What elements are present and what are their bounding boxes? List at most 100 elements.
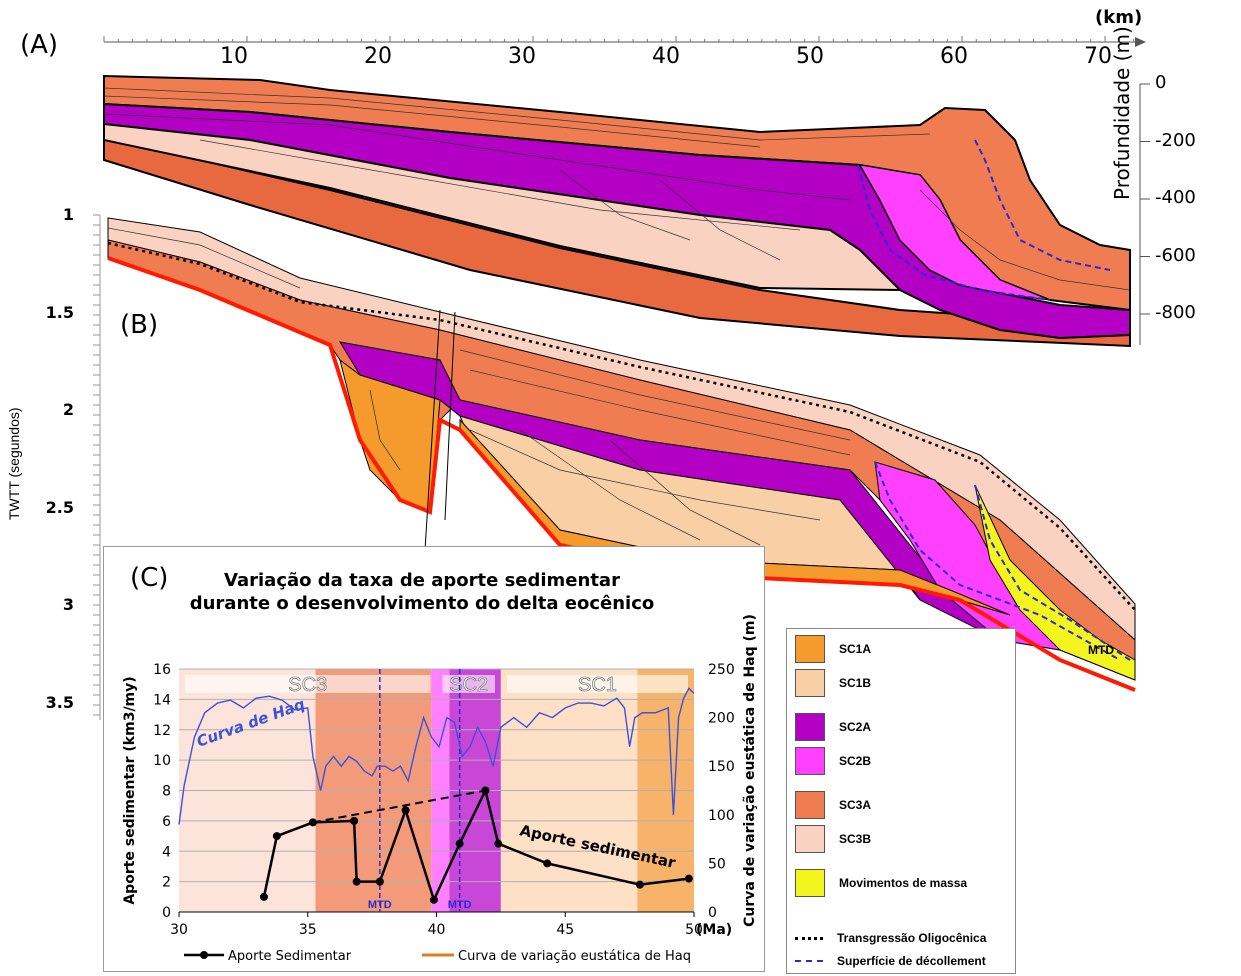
y-tick-label: 14 [153, 692, 171, 708]
y-axis-title: Aporte sedimentar (km3/my) [122, 676, 138, 904]
supply-point [543, 859, 552, 868]
legend-panel: SC1A SC1B SC2A SC2B SC3A SC3B Movimentos de ma… [786, 628, 1016, 974]
mtd-mass-layer-b [974, 484, 1136, 681]
legend-supply-dot [200, 951, 208, 959]
km-tick-label: 30 [508, 44, 536, 69]
supply-point [272, 832, 281, 841]
y-tick-label: 6 [162, 814, 171, 830]
legend-transgressao: Transgressão Oligocênica [795, 931, 986, 945]
legend-item: Movimentos de massa [795, 869, 967, 897]
decollement-a2 [974, 139, 1111, 271]
supply-point [684, 874, 693, 883]
legend-label: Movimentos de massa [839, 876, 968, 890]
legend-supply-label: Aporte Sedimentar [228, 949, 352, 964]
chart-title-line-2: durante o desenvolvimento do delta eocên… [189, 593, 655, 614]
x-tick-label: 40 [428, 922, 446, 938]
depth-tick-label: -400 [1155, 187, 1196, 208]
legend-item: SC2B [795, 747, 871, 775]
legend-swatch [795, 791, 825, 819]
y-tick-label: 2 [162, 875, 171, 891]
twtt-tick-label: 3.5 [45, 692, 74, 712]
twtt-tick-label: 3 [62, 595, 74, 614]
decollement-b1 [874, 461, 1121, 661]
legend-item: SC1A [795, 635, 871, 663]
legend-haq-label: Curva de variação eustática de Haq [458, 949, 691, 964]
supply-point [455, 839, 464, 848]
km-tick-label: 50 [796, 44, 824, 69]
legend-swatch [795, 825, 825, 853]
panel-b-section [107, 217, 1136, 692]
km-tick-label: 20 [364, 44, 392, 69]
panel-c-label: (C) [130, 563, 169, 593]
legend-label: SC2A [839, 720, 872, 734]
sequence-label: SC2 [449, 674, 488, 696]
decollement-a [857, 164, 1051, 301]
decollement-line-swatch [795, 960, 823, 962]
supply-point [350, 816, 359, 825]
twtt-tick-label: 1 [62, 205, 74, 224]
legend-swatch [795, 669, 825, 697]
sequence-label: SC3 [288, 674, 327, 696]
y-tick-label: 10 [153, 753, 171, 769]
sequence-label-box [506, 675, 688, 693]
chart-title-line-1: Variação da taxa de aporte sedimentar [224, 570, 620, 591]
y2-axis-title: Curva de variação eustática de Haq (m) [742, 614, 758, 927]
legend-label: SC3A [839, 798, 872, 812]
legend-decollement-label: Superfície de décollement [837, 954, 986, 968]
y-tick-label: 8 [162, 784, 171, 800]
y-tick-label: 16 [153, 662, 171, 678]
legend-decollement: Superfície de décollement [795, 954, 986, 968]
depth-tick-label: -800 [1155, 302, 1196, 323]
legend-label: SC2B [839, 754, 872, 768]
y2-tick-label: 100 [708, 808, 735, 824]
legend-label: SC3B [839, 832, 872, 846]
x-axis-title: (Ma) [696, 922, 732, 938]
mtd-marker-label: MTD [448, 899, 472, 911]
legend-swatch [795, 747, 825, 775]
depth-tick-label: 0 [1155, 72, 1167, 93]
x-tick-label: 30 [170, 922, 188, 938]
legend-swatch [795, 635, 825, 663]
legend-swatch [795, 869, 825, 897]
twtt-axis [93, 214, 101, 720]
sc2b-layer-b [874, 461, 1062, 651]
panel-a-label: (A) [20, 30, 59, 60]
supply-point [401, 806, 410, 815]
legend-item: SC1B [795, 669, 871, 697]
twtt-axis-title: TWTT (segundos) [6, 407, 22, 520]
km-ruler [103, 36, 1146, 47]
x-tick-label: 45 [556, 922, 574, 938]
depth-axis-title: Profundidade (m) [1110, 26, 1134, 200]
legend-item: SC2A [795, 713, 871, 741]
supply-point [375, 877, 384, 886]
supply-point [635, 880, 644, 889]
twtt-tick-label: 1.5 [45, 302, 74, 322]
decollement-b2 [974, 484, 1131, 661]
panel-b-label: (B) [120, 310, 159, 340]
y-tick-label: 4 [162, 844, 171, 860]
legend-item: SC3A [795, 791, 871, 819]
depth-tick-label: -600 [1155, 244, 1196, 266]
x-tick-label: 35 [299, 922, 317, 938]
sc3b-wedge-a [103, 122, 903, 292]
sequence-label: SC1 [578, 674, 617, 696]
twtt-tick-label: 2 [62, 400, 74, 419]
y2-tick-label: 50 [708, 856, 726, 872]
y2-tick-label: 0 [708, 905, 717, 921]
y2-tick-label: 200 [708, 711, 735, 727]
legend-label: SC1B [839, 676, 872, 690]
km-tick-label: 40 [652, 44, 680, 69]
legend-transgressao-label: Transgressão Oligocênica [837, 931, 987, 945]
supply-point [494, 839, 503, 848]
mtd-marker-label: MTD [368, 899, 392, 911]
mtd-label-b: MTD [1088, 643, 1114, 657]
transgression-line-swatch [795, 936, 823, 940]
y-tick-label: 0 [162, 905, 171, 921]
depth-tick-label: -200 [1155, 129, 1196, 151]
twtt-tick-label: 2.5 [45, 497, 74, 517]
km-tick-label: 10 [220, 44, 248, 69]
transgression-line [107, 241, 1136, 611]
legend-label: SC1A [839, 642, 872, 656]
